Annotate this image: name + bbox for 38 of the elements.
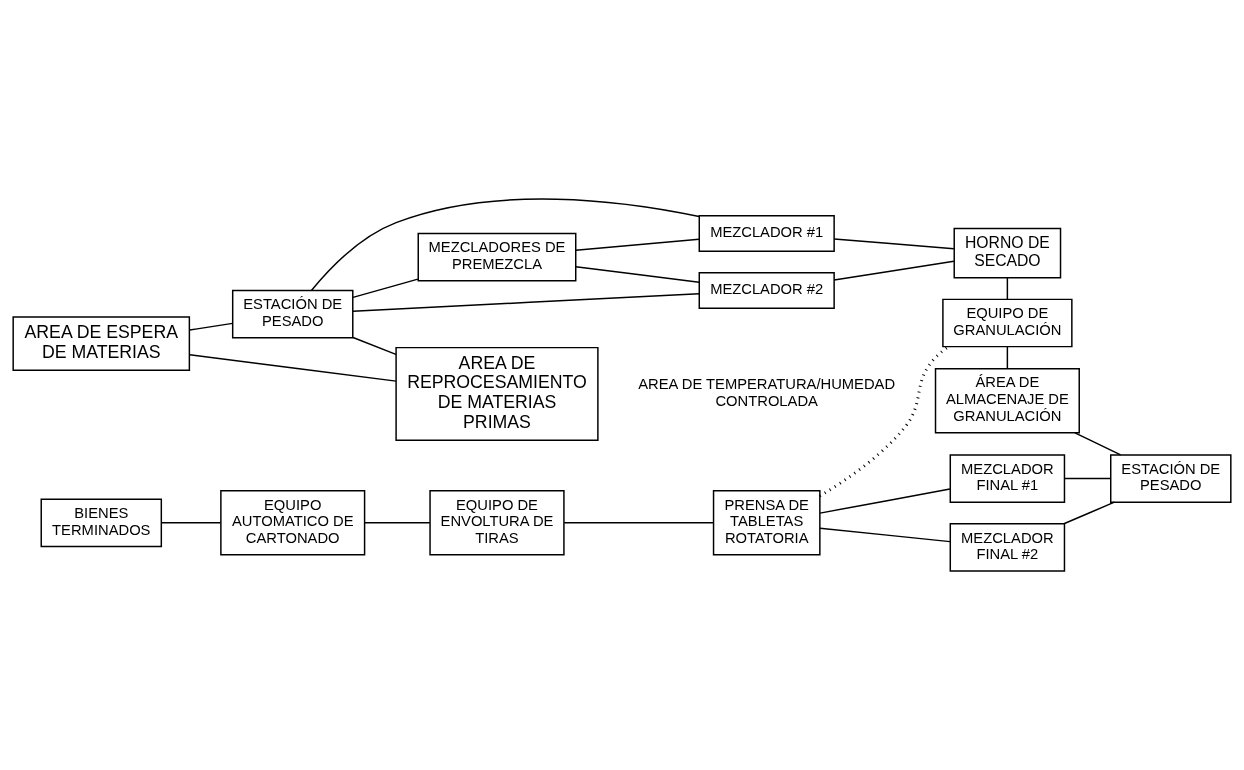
connector [1006, 277, 1009, 300]
node-box: ESTACIÓN DE PESADO [231, 289, 354, 339]
connector [1064, 477, 1112, 480]
connector [1074, 432, 1122, 456]
connector [160, 522, 222, 524]
node-box: PRENSA DE TABLETAS ROTATORIA [712, 490, 821, 556]
node-box: EQUIPO DE ENVOLTURA DE TIRAS [429, 490, 565, 556]
node-box: HORNO DE SECADO [953, 227, 1062, 279]
connector [310, 198, 700, 292]
connector [188, 322, 234, 331]
connector [563, 522, 714, 524]
connector [833, 260, 955, 281]
node-box: AREA DE ESPERA DE MATERIAS [12, 316, 191, 371]
connector [352, 336, 397, 356]
node-box: MEZCLADOR #1 [698, 214, 835, 252]
connector [188, 354, 397, 382]
connector [575, 238, 700, 251]
connector [833, 238, 955, 250]
node-box: MEZCLADOR FINAL #2 [949, 523, 1066, 572]
connector [364, 522, 431, 524]
node-box: ÁREA DE ALMACENAJE DE GRANULACIÓN [934, 368, 1080, 434]
connector [352, 278, 419, 299]
connector [819, 527, 951, 543]
node-box: MEZCLADOR FINAL #1 [949, 454, 1066, 503]
label: AREA DE TEMPERATURA/HUMEDAD CONTROLADA [638, 375, 896, 409]
connector [1063, 501, 1116, 525]
node-box: BIENES TERMINADOS [40, 498, 163, 548]
connector [1006, 346, 1009, 370]
connector [575, 266, 700, 283]
connector [819, 345, 950, 498]
connector [819, 488, 951, 514]
node-box: AREA DE REPROCESAMIENTO DE MATERIAS PRIMAS [395, 346, 599, 441]
connector [352, 293, 700, 312]
node-box: MEZCLADOR #2 [698, 272, 835, 309]
node-box: EQUIPO AUTOMATICO DE CARTONADO [220, 490, 366, 556]
node-box: MEZCLADORES DE PREMEZCLA [417, 232, 577, 282]
node-box: EQUIPO DE GRANULACIÓN [942, 298, 1073, 348]
node-box: ESTACIÓN DE PESADO [1110, 454, 1232, 503]
